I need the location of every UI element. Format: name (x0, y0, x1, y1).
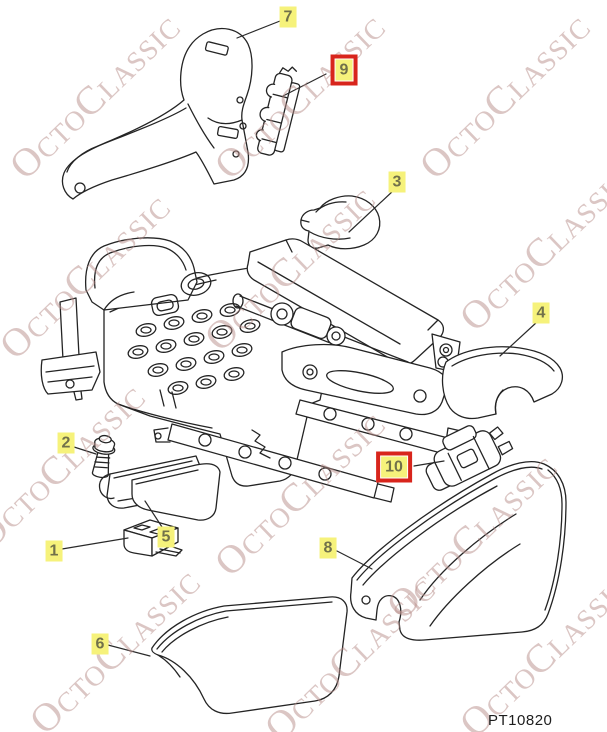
part-6-drawing (151, 596, 348, 715)
callout-8: 8 (319, 537, 337, 559)
part-5-drawing (98, 455, 221, 521)
part-9-drawing (255, 66, 301, 156)
callout-number: 2 (57, 432, 75, 454)
callout-2: 2 (57, 432, 75, 454)
part-8-drawing (349, 460, 567, 641)
callout-number: 5 (157, 526, 175, 548)
part-4-drawing (441, 346, 563, 420)
main-frame-drawing (40, 237, 475, 503)
callout-10: 10 (376, 451, 412, 483)
leader-line-7 (236, 20, 281, 39)
leader-line-2 (73, 446, 97, 455)
callout-number: 10 (381, 456, 407, 478)
part-2-drawing (91, 434, 116, 479)
callout-9: 9 (330, 54, 358, 86)
part-3-drawing (300, 195, 381, 250)
callout-4: 4 (532, 302, 550, 324)
part-7-drawing (61, 27, 253, 200)
part-1-drawing (123, 519, 183, 557)
callout-7: 7 (279, 6, 297, 28)
leader-line-4 (499, 321, 538, 357)
leader-line-1 (61, 537, 129, 550)
callout-1: 1 (45, 540, 63, 562)
leader-line-3 (348, 189, 395, 233)
callout-number: 3 (388, 171, 406, 193)
callout-number: 4 (532, 302, 550, 324)
part-10-drawing (425, 425, 514, 491)
leader-line-9 (282, 73, 327, 97)
callout-number: 9 (335, 59, 353, 81)
leader-lines (61, 20, 538, 657)
leader-line-5 (144, 500, 165, 531)
callout-5: 5 (157, 526, 175, 548)
pan-holes (127, 303, 261, 395)
leader-line-8 (336, 550, 373, 570)
callout-number: 8 (319, 537, 337, 559)
leader-line-6 (107, 644, 151, 657)
callout-number: 6 (91, 633, 109, 655)
diagram-code: PT10820 (488, 712, 553, 729)
callout-6: 6 (91, 633, 109, 655)
callout-3: 3 (388, 171, 406, 193)
leader-line-10 (413, 460, 445, 467)
callout-number: 1 (45, 540, 63, 562)
callout-number: 7 (279, 6, 297, 28)
